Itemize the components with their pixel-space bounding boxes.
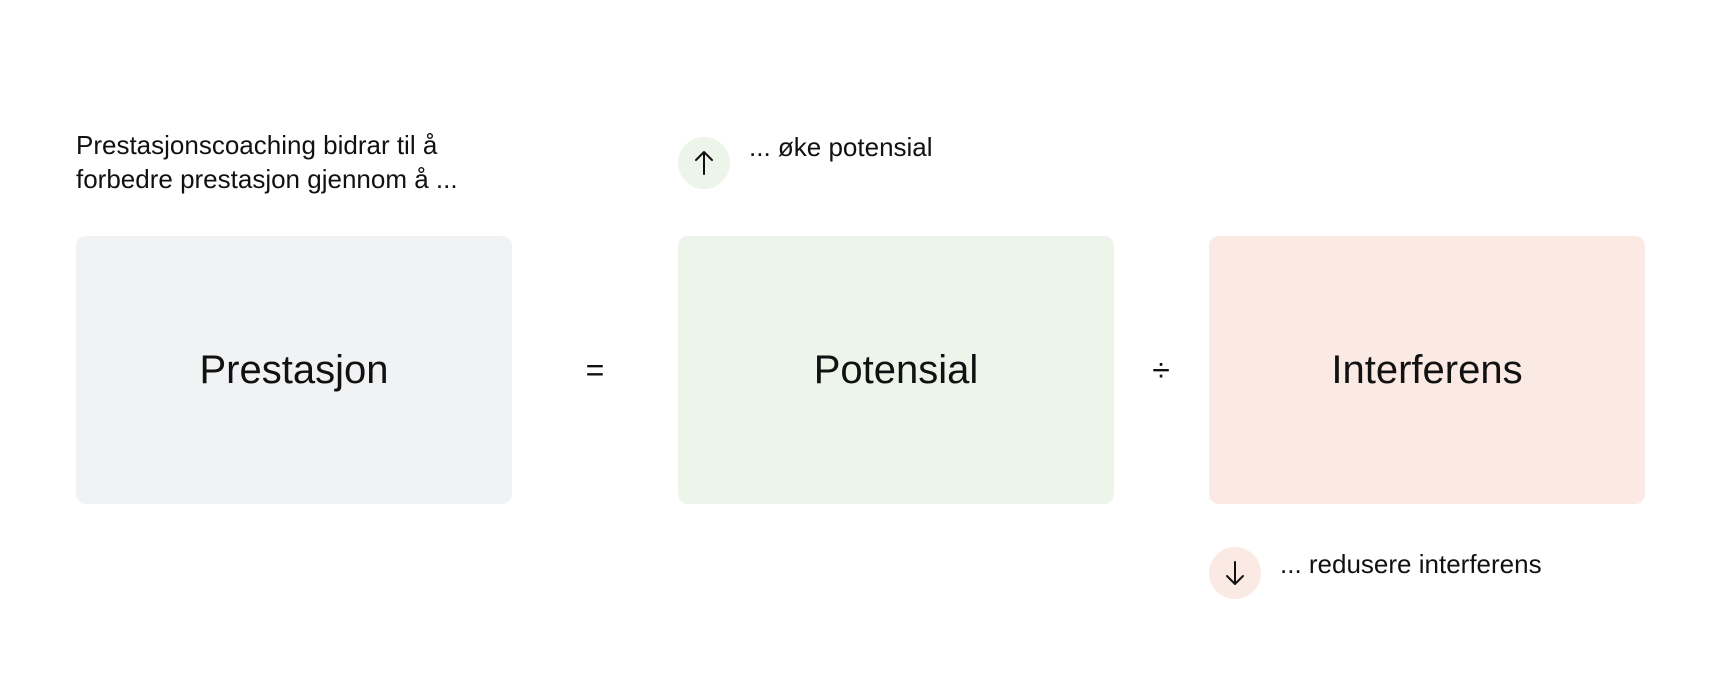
intro-line-1: Prestasjonscoaching bidrar til å [76, 130, 438, 160]
arrow-down-icon [1226, 561, 1244, 585]
interference-box: Interferens [1209, 236, 1645, 504]
arrow-up-icon [695, 151, 713, 175]
interference-label: Interferens [1331, 347, 1523, 392]
performance-label: Prestasjon [199, 347, 389, 392]
decrease-badge [1209, 547, 1261, 599]
increase-badge [678, 137, 730, 189]
performance-box: Prestasjon [76, 236, 512, 504]
reduce-interference-label: ... redusere interferens [1280, 549, 1542, 579]
intro-text: Prestasjonscoaching bidrar til å forbedr… [76, 128, 536, 196]
divide-operator: ÷ [1152, 352, 1170, 388]
equals-operator: = [585, 352, 605, 388]
increase-potential-label: ... øke potensial [749, 132, 933, 162]
potential-box: Potensial [678, 236, 1114, 504]
intro-line-2: forbedre prestasjon gjennom å ... [76, 164, 458, 194]
potential-label: Potensial [813, 347, 979, 392]
